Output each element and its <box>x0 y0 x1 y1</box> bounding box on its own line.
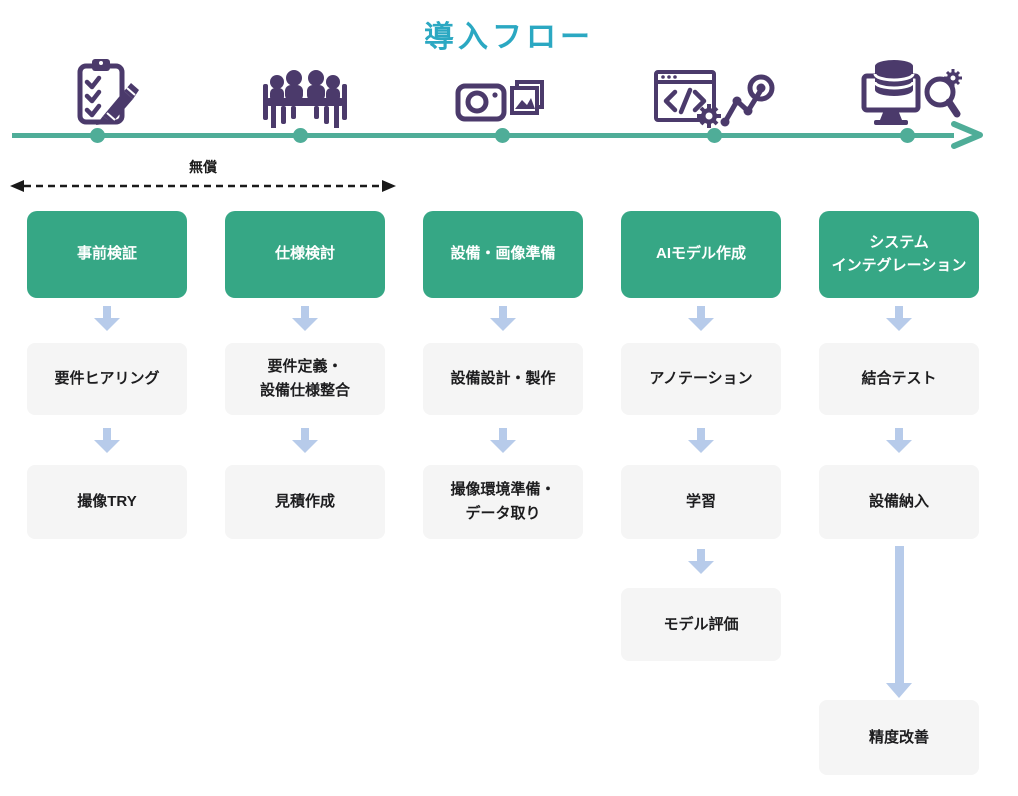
down-arrow-icon <box>94 306 120 331</box>
down-arrow-icon <box>688 428 714 453</box>
stage-header-ai-model-creation: AIモデル作成 <box>621 211 781 298</box>
step-box: 見積作成 <box>225 465 385 539</box>
down-arrow-icon <box>292 306 318 331</box>
code-window-analytics-icon <box>653 60 777 132</box>
step-box: 結合テスト <box>819 343 979 415</box>
down-arrow-icon <box>94 428 120 453</box>
stage-header-system-integration: システム インテグレーション <box>819 211 979 298</box>
down-arrow-icon <box>688 306 714 331</box>
step-box: 設備設計・製作 <box>423 343 583 415</box>
system-database-inspection-icon <box>858 58 968 130</box>
step-box: 設備納入 <box>819 465 979 539</box>
timeline-node <box>495 128 510 143</box>
timeline-node <box>293 128 308 143</box>
down-arrow-icon <box>292 428 318 453</box>
timeline-node <box>707 128 722 143</box>
step-box: 要件定義・ 設備仕様整合 <box>225 343 385 415</box>
step-box: 学習 <box>621 465 781 539</box>
step-box: モデル評価 <box>621 588 781 661</box>
free-range-arrow-icon <box>10 178 396 194</box>
stage-header-spec-study: 仕様検討 <box>225 211 385 298</box>
stage-header-equipment-image-prep: 設備・画像準備 <box>423 211 583 298</box>
page-title: 導入フロー <box>424 21 594 54</box>
step-box: 撮像環境準備・ データ取り <box>423 465 583 539</box>
step-box: 撮像TRY <box>27 465 187 539</box>
clipboard-checklist-icon <box>67 56 147 134</box>
stage-header-pre-verification: 事前検証 <box>27 211 187 298</box>
step-box: 精度改善 <box>819 700 979 775</box>
timeline-node <box>90 128 105 143</box>
down-arrow-icon <box>886 428 912 453</box>
down-arrow-icon <box>490 306 516 331</box>
down-arrow-icon <box>688 549 714 574</box>
down-arrow-icon <box>886 306 912 331</box>
step-box: 要件ヒアリング <box>27 343 187 415</box>
timeline-arrowhead-icon <box>950 121 986 149</box>
step-box: アノテーション <box>621 343 781 415</box>
down-arrow-long-icon <box>886 546 912 698</box>
timeline <box>12 133 954 138</box>
down-arrow-icon <box>490 428 516 453</box>
timeline-node <box>900 128 915 143</box>
free-range-label: 無償 <box>189 159 217 175</box>
camera-images-icon <box>453 74 553 132</box>
meeting-icon <box>261 68 349 130</box>
